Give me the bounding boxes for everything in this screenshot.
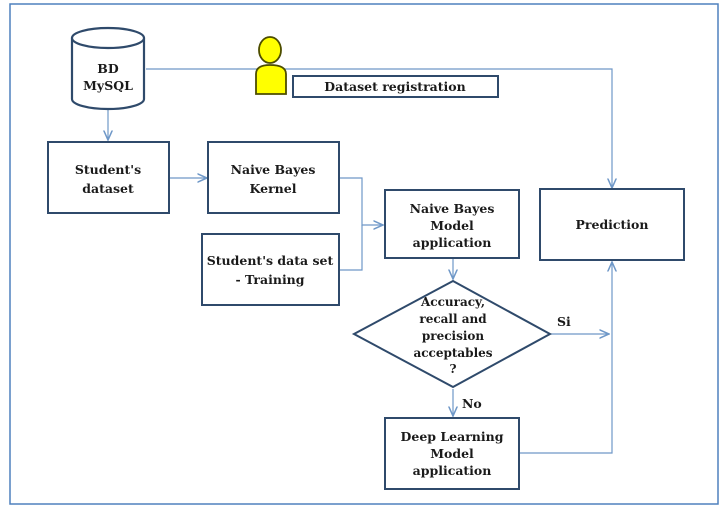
nb-model-line2: Model (430, 218, 474, 233)
dataset-registration-box: Dataset registration (292, 75, 499, 98)
edge-label-yes: Si (557, 314, 571, 329)
database-cylinder-icon: BD MySQL (70, 26, 146, 111)
decision-line1: Accuracy, (420, 295, 485, 309)
connectors (108, 68, 612, 454)
edge-deep-learning-to-prediction (520, 262, 612, 454)
edge-kernel-to-nb-model (340, 177, 383, 225)
students-dataset-line2: dataset (82, 181, 134, 196)
deep-learning-line2: Model (430, 446, 474, 461)
user-person-icon (255, 36, 287, 95)
nb-model-line3: application (413, 235, 492, 250)
decision-line3: precision (422, 329, 485, 343)
students-dataset-line1: Student's (75, 162, 141, 177)
deep-learning-line1: Deep Learning (401, 429, 504, 444)
naive-bayes-kernel-line2: Kernel (250, 181, 297, 196)
training-dataset-box: Student's data set - Training (201, 233, 340, 306)
training-dataset-line2: - Training (235, 272, 304, 287)
decision-line2: recall and (419, 312, 487, 326)
deep-learning-line3: application (413, 463, 492, 478)
training-dataset-line1: Student's data set (207, 253, 334, 268)
edge-db-to-prediction (146, 68, 612, 188)
naive-bayes-model-application-box: Naive Bayes Model application (384, 189, 520, 259)
naive-bayes-kernel-box: Naive Bayes Kernel (207, 141, 340, 214)
decision-line5: ? (449, 362, 456, 376)
decision-line4: acceptables (413, 346, 492, 360)
students-dataset-box: Student's dataset (47, 141, 170, 214)
prediction-box: Prediction (539, 188, 685, 261)
edge-training-to-nb-model (340, 225, 363, 271)
edge-label-no: No (462, 396, 482, 411)
nb-model-line1: Naive Bayes (410, 201, 495, 216)
dataset-registration-label: Dataset registration (324, 79, 465, 94)
diagram-frame (9, 3, 719, 505)
prediction-label: Prediction (576, 217, 649, 232)
deep-learning-model-application-box: Deep Learning Model application (384, 417, 520, 490)
database-label-line1: BD (97, 61, 119, 76)
naive-bayes-kernel-line1: Naive Bayes (231, 162, 316, 177)
database-label-line2: MySQL (83, 78, 133, 93)
accuracy-decision-diamond: Accuracy, recall and precision acceptabl… (351, 279, 553, 389)
